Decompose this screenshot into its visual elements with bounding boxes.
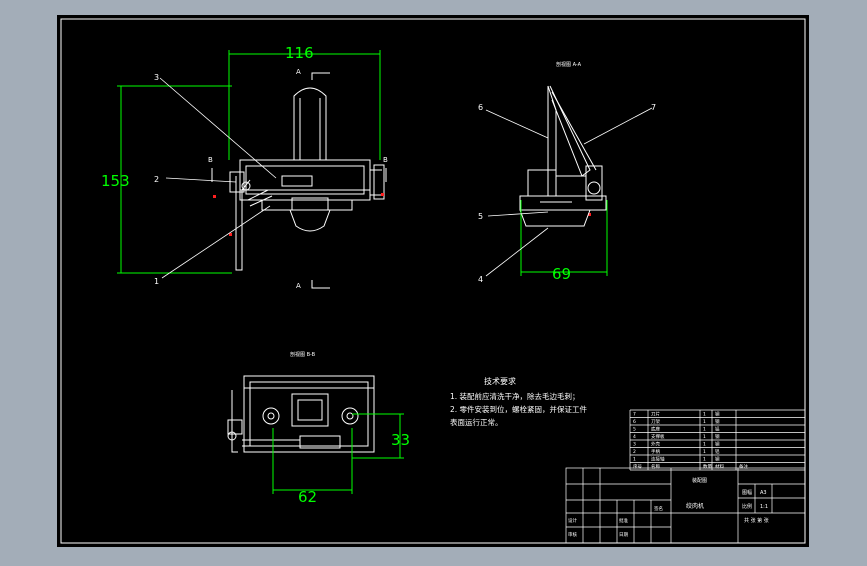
title-drawing-name: 绞肉机 bbox=[686, 502, 704, 510]
drawing-border bbox=[60, 18, 806, 544]
callout-3: 3 bbox=[154, 73, 159, 82]
title-check-label: 审核 bbox=[568, 531, 577, 538]
parts-cell: 数量 bbox=[703, 463, 712, 470]
parts-cell: 3 bbox=[633, 442, 636, 448]
leaders-front bbox=[159, 77, 277, 279]
parts-cell: 4 bbox=[633, 434, 636, 440]
parts-cell: 1 bbox=[633, 457, 636, 463]
parts-cell: 钢 bbox=[715, 441, 720, 448]
parts-cell: 1 bbox=[703, 457, 706, 463]
parts-cell: 1 bbox=[703, 419, 706, 425]
section-markers bbox=[211, 72, 387, 289]
parts-list-text: 7 刀片 1 钢 6 刀架 1 钢 5 底座 1 铝 4 支撑板 1 钢 3 外壳 1 钢 2 手柄 1 铝 1 连接轴 1 钢序号 名… bbox=[633, 411, 748, 471]
title-date-label: 日期 bbox=[619, 532, 628, 538]
parts-cell: 1 bbox=[703, 412, 706, 418]
notes-line-3: 表面运行正常。 bbox=[450, 417, 503, 427]
parts-cell: 备注 bbox=[739, 463, 748, 470]
title-scale-label: 比例 bbox=[742, 503, 752, 510]
section-label-b-right: B bbox=[383, 156, 388, 164]
title-sign: 签名 bbox=[654, 505, 663, 512]
dimension-lines-side bbox=[520, 200, 608, 276]
notes-title: 技术要求 bbox=[484, 376, 516, 386]
parts-cell: 支撑板 bbox=[651, 433, 665, 440]
parts-cell: 钢 bbox=[715, 433, 720, 440]
dimension-lines-front bbox=[117, 50, 381, 274]
notes-line-1: 1. 装配前应清洗干净，除去毛边毛刺； bbox=[450, 391, 580, 401]
dim-height-bottom: 33 bbox=[391, 431, 410, 449]
parts-cell: 铝 bbox=[715, 448, 720, 455]
parts-cell: 1 bbox=[703, 449, 706, 455]
side-view bbox=[519, 85, 607, 227]
parts-cell: 7 bbox=[633, 412, 636, 418]
title-material: 装配图 bbox=[692, 477, 707, 484]
notes-line-2: 2. 零件安装到位，螺栓紧固，并保证工件 bbox=[450, 404, 588, 414]
parts-cell: 钢 bbox=[715, 411, 720, 418]
title-sheet-label: 图幅 bbox=[742, 489, 752, 496]
parts-cell: 1 bbox=[703, 427, 706, 433]
title-block-grid bbox=[565, 467, 806, 544]
callout-2: 2 bbox=[154, 175, 159, 184]
parts-list-grid bbox=[629, 409, 806, 471]
parts-cell: 连接轴 bbox=[651, 456, 665, 463]
dim-width-front: 116 bbox=[285, 44, 314, 62]
dimension-lines-bottom bbox=[272, 413, 404, 494]
bottom-view-title: 剖视图 B-B bbox=[290, 351, 316, 358]
drawing-sheet bbox=[57, 15, 809, 547]
parts-cell: 底座 bbox=[651, 426, 660, 433]
parts-cell: 刀架 bbox=[651, 419, 660, 425]
leaders-side bbox=[485, 107, 653, 277]
parts-cell: 铝 bbox=[715, 426, 720, 433]
parts-cell: 名称 bbox=[651, 463, 660, 470]
parts-cell: 1 bbox=[703, 434, 706, 440]
section-label-a-bottom: A bbox=[296, 282, 301, 290]
parts-cell: 材料 bbox=[715, 463, 724, 470]
title-designer-label: 设计 bbox=[568, 517, 577, 524]
parts-cell: 6 bbox=[633, 419, 636, 425]
callout-1: 1 bbox=[154, 277, 159, 286]
section-label-a-top: A bbox=[296, 68, 301, 76]
parts-cell: 钢 bbox=[715, 418, 720, 425]
parts-cell: 手柄 bbox=[651, 448, 660, 455]
callout-5: 5 bbox=[478, 212, 483, 221]
parts-cell: 外壳 bbox=[651, 441, 660, 448]
title-count: 共 张 第 张 bbox=[744, 517, 769, 524]
section-label-b-left: B bbox=[208, 156, 213, 164]
callout-4: 4 bbox=[478, 275, 483, 284]
callout-6: 6 bbox=[478, 103, 483, 112]
front-view bbox=[229, 87, 385, 271]
parts-cell: 2 bbox=[633, 449, 636, 455]
callout-7: 7 bbox=[651, 103, 656, 112]
dim-width-side: 69 bbox=[552, 265, 571, 283]
parts-cell: 刀片 bbox=[651, 411, 660, 418]
parts-cell: 钢 bbox=[715, 456, 720, 463]
title-sheet: A3 bbox=[760, 490, 767, 496]
parts-cell: 5 bbox=[633, 427, 636, 433]
title-scale: 1:1 bbox=[760, 504, 768, 510]
title-approve-label: 批准 bbox=[619, 517, 628, 524]
parts-cell: 序号 bbox=[633, 463, 642, 470]
side-view-title: 剖视图 A-A bbox=[556, 61, 582, 68]
parts-cell: 1 bbox=[703, 442, 706, 448]
hidden-marks bbox=[213, 193, 591, 236]
dim-width-bottom: 62 bbox=[298, 488, 317, 506]
dim-height-front: 153 bbox=[101, 172, 130, 190]
